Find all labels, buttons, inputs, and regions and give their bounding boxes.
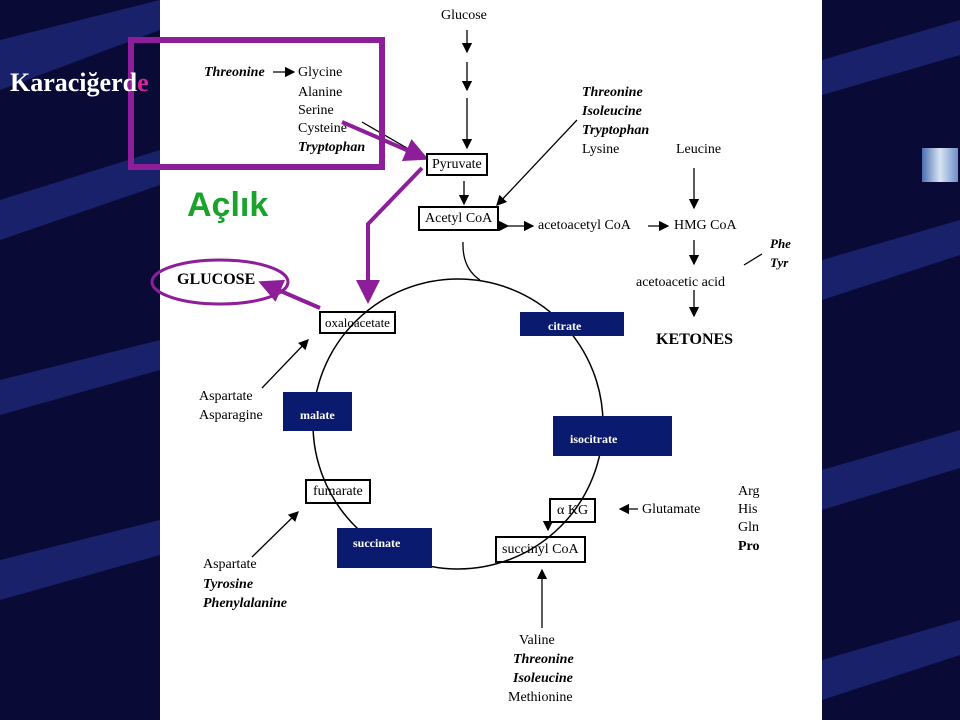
phenylalanine-label: Phenylalanine [203, 596, 288, 611]
glucose-output-label: GLUCOSE [177, 271, 256, 288]
tryptophan-label: Tryptophan [298, 140, 366, 155]
citrate-box: citrate [520, 312, 624, 336]
slide-title-last-letter: e [137, 68, 149, 97]
arg-label: Arg [738, 484, 760, 499]
ketones-label: KETONES [656, 331, 734, 348]
isocitrate-label: isocitrate [570, 432, 618, 446]
citrate-label: citrate [548, 319, 582, 333]
acetoacetyl-coa-label: acetoacetyl CoA [538, 218, 631, 233]
isocitrate-box: isocitrate [553, 416, 672, 456]
pro-label: Pro [738, 539, 760, 554]
glutamate-label: Glutamate [642, 502, 701, 517]
fasting-label: Açlık [187, 186, 269, 224]
pyruvate-box: Pyruvate [426, 153, 488, 176]
asparagine-label: Asparagine [199, 408, 263, 423]
phe-label: Phe [770, 236, 791, 251]
malate-box: malate [283, 392, 352, 431]
methionine-label: Methionine [508, 690, 573, 705]
fumarate-box: fumarate [305, 479, 371, 504]
lysine-label: Lysine [582, 142, 620, 157]
acetyl-coa-box: Acetyl CoA [418, 206, 500, 231]
glycine-label: Glycine [298, 65, 343, 80]
alanine-label: Alanine [298, 85, 343, 100]
liver-highlight-box [128, 37, 385, 170]
isoleucine-right-label: Isoleucine [582, 104, 642, 119]
diagram-panel [160, 0, 822, 720]
tyrosine-label: Tyrosine [203, 577, 254, 592]
aspartate-bottom-label: Aspartate [203, 557, 257, 572]
gln-label: Gln [738, 520, 759, 535]
malate-label: malate [300, 408, 335, 422]
serine-label: Serine [298, 103, 334, 118]
tyr-label: Tyr [770, 255, 789, 270]
glucose-highlight-ellipse [150, 258, 290, 306]
threonine-right-label: Threonine [582, 85, 643, 100]
his-label: His [738, 502, 758, 517]
acetoacetic-acid-label: acetoacetic acid [636, 275, 725, 290]
leucine-label: Leucine [676, 142, 722, 157]
threonine-bottom-label: Threonine [513, 652, 574, 667]
alpha-kg-box: α KG [549, 498, 597, 523]
succinyl-coa-box: succinyl CoA [495, 536, 586, 563]
slide-title-main: Karaciğerd [10, 68, 138, 97]
slide-title: Karaciğerde [10, 68, 149, 98]
hmg-coa-label: HMG CoA [674, 218, 737, 233]
tryptophan-right-label: Tryptophan [582, 123, 650, 138]
isoleucine-bottom-label: Isoleucine [513, 671, 573, 686]
threonine-left-label: Threonine [204, 65, 265, 80]
oxaloacetate-box: oxaloacetate [319, 311, 396, 334]
decorative-tab [922, 148, 958, 182]
cysteine-label: Cysteine [298, 121, 347, 136]
succinate-label: succinate [353, 536, 401, 550]
valine-label: Valine [519, 633, 555, 648]
glucose-top-label: Glucose [441, 8, 487, 23]
aspartate-left-label: Aspartate [199, 389, 253, 404]
succinate-box: succinate [337, 528, 432, 568]
